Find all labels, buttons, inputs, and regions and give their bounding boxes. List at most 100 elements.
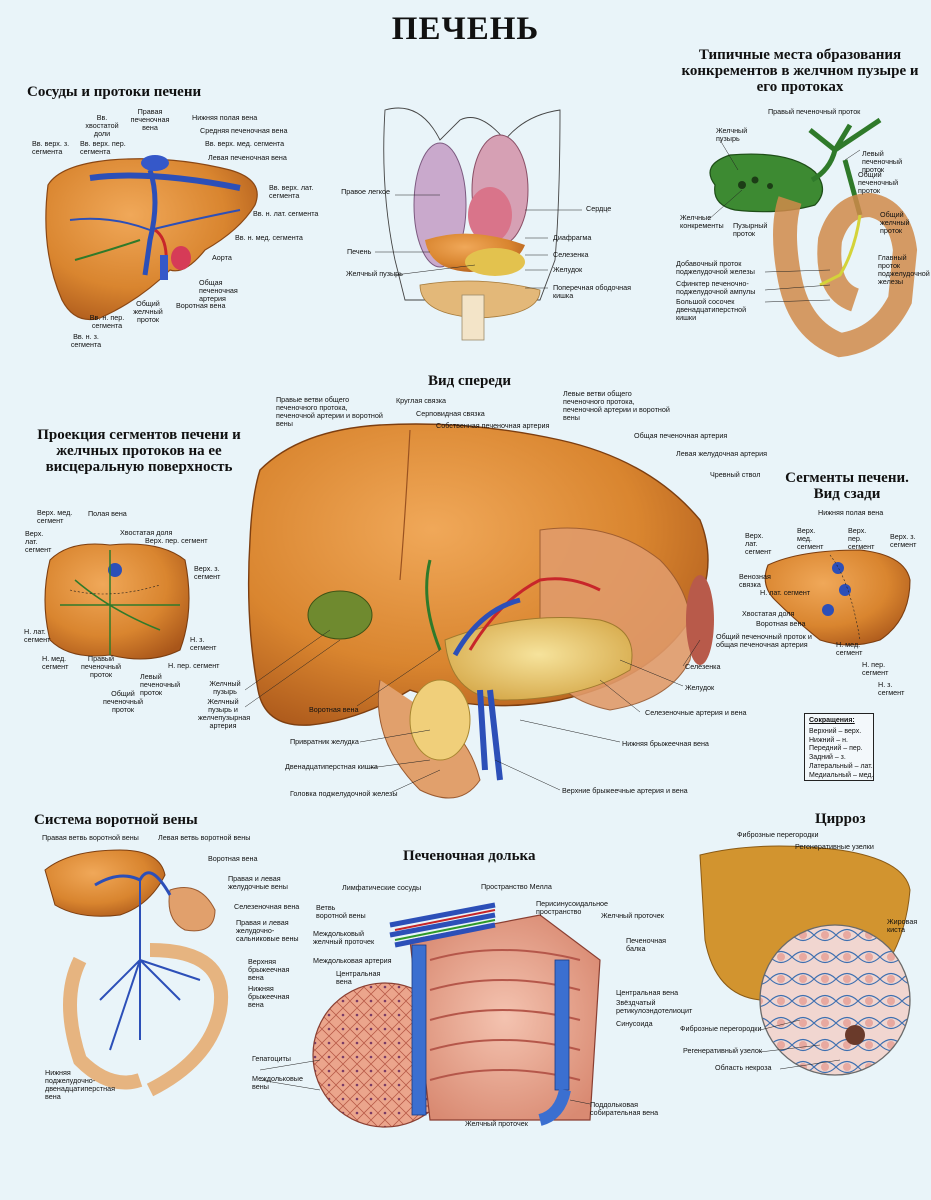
label-back-caudate: Хвостатая доля <box>742 609 795 618</box>
label-common-bile-duct: Общий желчный проток <box>133 299 163 325</box>
label-regenerative-nodule: Регенеративный узелок <box>683 1046 762 1055</box>
label-right-lung: Правое легкое <box>341 187 390 196</box>
label-central-vein-left: Центральная вена <box>336 969 381 987</box>
label-spleen-front: Селезенка <box>685 662 721 671</box>
label-pv-gastric: Правая и левая желудочные вены <box>228 874 288 892</box>
label-back-venous-lig: Венозная связка <box>739 572 771 590</box>
label-cystic-duct: Пузырный проток <box>733 221 768 239</box>
heading-projection: Проекция сегментов печени и желчных прот… <box>37 427 241 476</box>
label-proj-inf-z: Н. з. сегмент <box>190 635 217 653</box>
label-proj-inf-lat: Н. лат. сегмент <box>24 627 51 645</box>
label-regenerative-nodules: Регенеративные узелки <box>795 842 874 851</box>
label-caudate-veins: Вв. хвостатой доли <box>85 113 119 139</box>
label-stellate-cell: Звёздчатый ретикулоэндотелиоцит <box>616 998 693 1016</box>
label-right-branches: Правые ветви общего печеночного протока,… <box>276 395 383 429</box>
label-bile-canaliculus: Желчный проточек <box>601 911 664 920</box>
label-left-hepatic-duct: Левый печеночный проток <box>862 149 903 175</box>
label-accessory-pancreatic-duct: Добавочный проток поджелудочной железы <box>676 259 755 277</box>
label-main-pancreatic-duct: Главный проток поджелудочной железы <box>878 253 930 287</box>
abbreviation-row: Латеральный – лат. <box>809 762 873 770</box>
abbreviations-title: Сокращения: <box>809 717 855 724</box>
portal-system-illustration <box>44 849 229 1097</box>
label-spleen: Селезенка <box>553 250 589 259</box>
label-back-inf-med: Н. мед. сегмент <box>836 640 863 658</box>
label-common-hepatic-duct: Общий печеночный проток <box>858 170 899 196</box>
abbreviation-row: Верхний – верх. <box>809 727 862 735</box>
torso-illustration <box>383 107 561 341</box>
label-portal-branch: Ветвь воротной вены <box>316 903 366 921</box>
label-fibrous-septa-bottom: Фиброзные перегородки <box>680 1024 762 1033</box>
heading-portal-system: Система воротной вены <box>34 812 198 828</box>
label-hepatocytes: Гепатоциты <box>252 1054 291 1063</box>
heading-segments-back: Сегменты печени. Вид сзади <box>785 470 909 503</box>
label-proj-sup-per: Верх. пер. сегмент <box>145 536 208 545</box>
label-pv-gastroepiploic: Правая и левая желудочно-сальниковые вен… <box>236 918 299 944</box>
label-diaphragm: Диафрагма <box>553 233 592 242</box>
label-stomach-front: Желудок <box>685 683 715 692</box>
label-lymph-vessels: Лимфатические сосуды <box>342 883 422 892</box>
poster-title: ПЕЧЕНЬ <box>391 11 540 47</box>
label-common-hepatic-artery: Общая печеночная артерия <box>199 278 238 304</box>
label-inf-ant-segment-veins: Вв. н. пер. сегмента <box>89 313 125 331</box>
label-back-sup-per: Верх. пер. сегмент <box>848 526 875 552</box>
label-pylorus: Привратник желудка <box>290 737 359 746</box>
label-middle-hepatic-vein: Средняя печеночная вена <box>200 126 288 135</box>
label-hepatic-beam: Печеночная балка <box>626 936 667 954</box>
label-pv-sup-mes: Верхняя брыжеечная вена <box>248 957 290 983</box>
cirrhosis-illustration <box>699 845 911 1076</box>
label-common-bile-duct-stones: Общий желчный проток <box>880 210 910 236</box>
label-pv-inf-mes: Нижняя брыжеечная вена <box>248 984 290 1010</box>
label-mall-space: Пространство Мелла <box>481 882 552 891</box>
label-aorta: Аорта <box>212 253 232 262</box>
label-back-ivc: Нижняя полая вена <box>818 508 884 517</box>
heading-front-view: Вид спереди <box>428 373 511 389</box>
label-proj-caudate: Хвостатая доля <box>120 528 173 537</box>
label-pv-right: Правая ветвь воротной вены <box>42 833 139 842</box>
label-bile-duct-bottom: Желчный проточек <box>465 1119 528 1128</box>
label-liver: Печень <box>347 247 372 256</box>
label-splenic-artery-vein: Селезеночные артерия и вена <box>645 708 747 717</box>
label-inf-med-segment-veins: Вв. н. мед. сегмента <box>235 233 303 242</box>
label-duodenum: Двенадцатиперстная кишка <box>285 762 378 771</box>
label-pv-pancreatic: Нижняя поджелудочно-двенадцатиперстная в… <box>45 1068 115 1102</box>
label-left-hepatic-vein: Левая печеночная вена <box>208 153 287 162</box>
label-ivc: Нижняя полая вена <box>192 113 258 122</box>
label-inferior-mesenteric-vein: Нижняя брыжеечная вена <box>622 739 709 748</box>
label-proj-sup-med: Верх. мед. сегмент <box>37 508 73 526</box>
label-stomach-torso: Желудок <box>553 265 583 274</box>
label-gallbladder-front: Желчный пузырь <box>209 679 241 697</box>
label-sphincter: Сфинктер печеночно-поджелудочной ампулы <box>676 279 756 297</box>
label-falciform-ligament: Серповидная связка <box>416 409 485 418</box>
label-back-inf-lat: Н. лат. сегмент <box>760 588 811 597</box>
label-sup-ant-segment-veins: Вв. верх. пер. сегмента <box>80 139 126 157</box>
label-proj-inf-per: Н. пер. сегмент <box>168 661 220 670</box>
label-sup-post-segment-veins: Вв. верх. з. сегмента <box>32 139 70 157</box>
label-left-gastric-artery: Левая желудочная артерия <box>676 449 768 458</box>
abbreviation-row: Медиальный – мед. <box>809 771 874 779</box>
label-central-vein-right: Центральная вена <box>616 988 679 997</box>
label-gallstones: Желчные конкременты <box>680 213 724 231</box>
label-back-inf-per: Н. пер. сегмент <box>862 660 889 678</box>
label-gallbladder-artery: Желчный пузырь и желчепузырная артерия <box>198 697 251 731</box>
label-proper-hepatic-artery: Собственная печеночная артерия <box>436 421 550 430</box>
label-back-inf-z: Н. з. сегмент <box>878 680 905 698</box>
label-back-common: Общий печеночный проток и общая печеночн… <box>716 632 812 650</box>
vessels-liver-illustration <box>45 155 258 321</box>
label-heart: Сердце <box>586 204 612 213</box>
front-view-illustration <box>247 423 714 799</box>
heading-cirrhosis: Цирроз <box>815 811 866 827</box>
label-round-ligament: Круглая связка <box>396 396 447 405</box>
label-fatty-cyst: Жировая киста <box>887 917 918 935</box>
label-right-hepatic-vein: Правая печеночная вена <box>130 107 170 133</box>
label-portal-vein: Воротная вена <box>176 301 226 310</box>
heading-vessels: Сосуды и протоки печени <box>27 84 202 100</box>
label-back-sup-lat: Верх. лат. сегмент <box>745 531 772 557</box>
lobule-illustration <box>312 902 601 1128</box>
label-proj-left-duct: Левый печеночный проток <box>140 672 181 698</box>
leader-lines <box>244 139 861 1105</box>
label-portal-vein-front: Воротная вена <box>309 705 359 714</box>
label-sup-lat-segment-veins: Вв. верх. лат. сегмента <box>269 183 314 201</box>
label-gallbladder-torso: Желчный пузырь <box>346 269 403 278</box>
